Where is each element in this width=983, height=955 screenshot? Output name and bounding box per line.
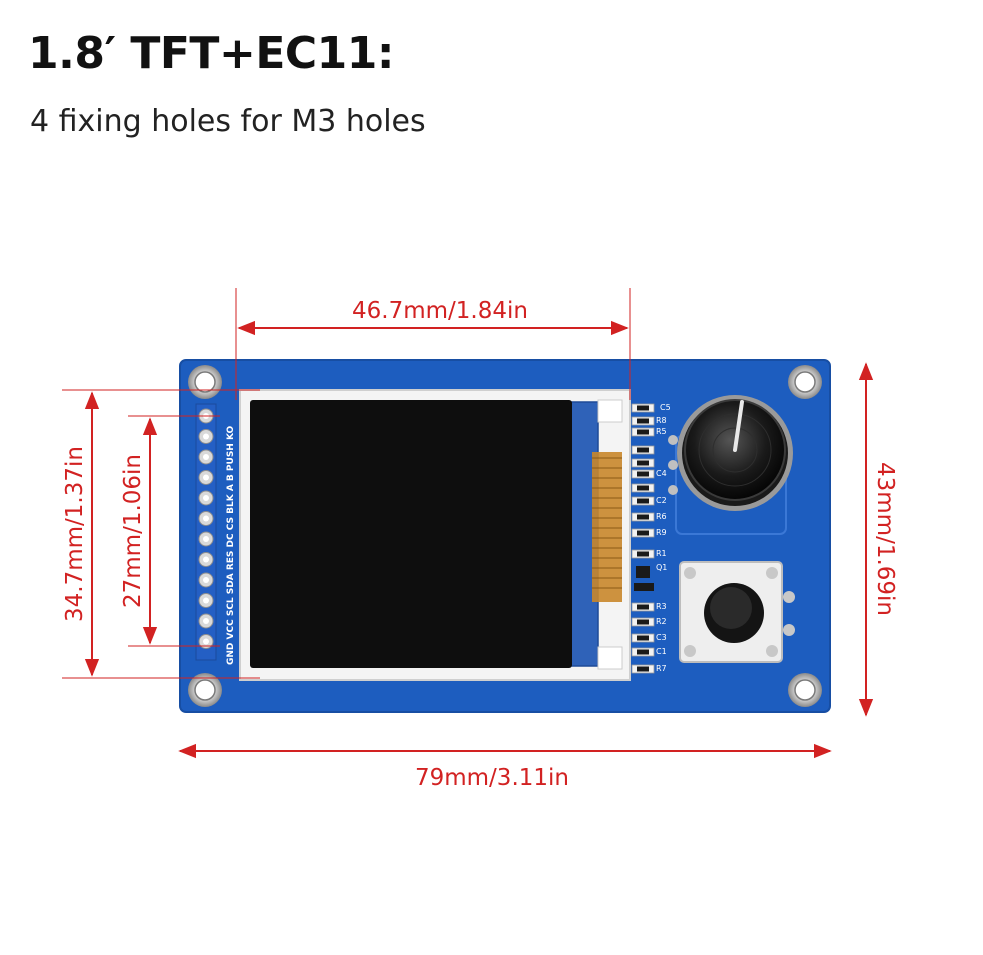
header-pin xyxy=(198,470,214,485)
header-pin xyxy=(198,593,214,608)
label-r5: R5 xyxy=(656,427,667,436)
header-pin xyxy=(198,552,214,567)
smd-part xyxy=(631,403,655,413)
pin-header xyxy=(195,403,217,661)
mounting-hole xyxy=(188,673,222,707)
smd-part xyxy=(631,483,655,493)
smd-part xyxy=(631,512,655,522)
label-r9: R9 xyxy=(656,528,667,537)
smd-part xyxy=(631,416,655,426)
page-subtitle: 4 fixing holes for M3 holes xyxy=(30,104,426,139)
label-r1: R1 xyxy=(656,549,667,558)
flex-cable xyxy=(592,457,622,589)
top-width-label: 46.7mm/1.84in xyxy=(352,298,528,324)
header-pin xyxy=(198,634,214,649)
transistor-q1 xyxy=(634,566,654,591)
smd-part xyxy=(631,549,655,559)
tft-screen xyxy=(250,400,572,668)
label-r6: R6 xyxy=(656,512,667,521)
dimension-lines xyxy=(62,288,874,759)
smd-part xyxy=(631,458,655,468)
smd-part xyxy=(631,633,655,643)
page-title: 1.8′ TFT+EC11: xyxy=(28,28,395,79)
smd-part xyxy=(631,427,655,437)
header-pin xyxy=(198,572,214,588)
label-r3: R3 xyxy=(656,602,667,611)
smd-part xyxy=(631,602,655,612)
mounting-hole xyxy=(188,365,222,399)
label-r7: R7 xyxy=(656,664,667,673)
mounting-hole xyxy=(788,673,822,707)
header-pin xyxy=(198,490,214,506)
left-outer-height-label: 34.7mm/1.37in xyxy=(62,446,88,622)
label-q1: Q1 xyxy=(656,563,667,572)
rotary-encoder-knob xyxy=(668,395,793,535)
smd-components xyxy=(631,403,655,674)
smd-part xyxy=(631,647,655,657)
left-inner-height-label: 27mm/1.06in xyxy=(120,454,146,608)
header-pin xyxy=(198,613,214,629)
header-pin xyxy=(198,531,214,547)
smd-part xyxy=(631,445,655,455)
header-pin xyxy=(198,449,214,465)
smd-part xyxy=(631,496,655,506)
smd-part xyxy=(631,469,655,479)
smd-part xyxy=(631,617,655,627)
bottom-width-label: 79mm/3.11in xyxy=(415,765,569,791)
smd-part xyxy=(631,528,655,538)
label-c4: C4 xyxy=(656,469,667,478)
label-c2: C2 xyxy=(656,496,667,505)
header-pin xyxy=(198,429,214,444)
label-c5: C5 xyxy=(660,403,671,412)
label-r2: R2 xyxy=(656,617,667,626)
header-pin xyxy=(198,511,214,526)
tft-display xyxy=(239,389,631,681)
label-c3: C3 xyxy=(656,633,667,642)
pin-labels: GND VCC SCL SDA RES DC CS BLK A B PUSH K… xyxy=(226,425,236,665)
right-height-label: 43mm/1.69in xyxy=(872,462,898,616)
label-r8: R8 xyxy=(656,416,667,425)
smd-part xyxy=(631,664,655,674)
push-button xyxy=(679,561,795,663)
mounting-hole xyxy=(788,365,822,399)
label-c1: C1 xyxy=(656,647,667,656)
